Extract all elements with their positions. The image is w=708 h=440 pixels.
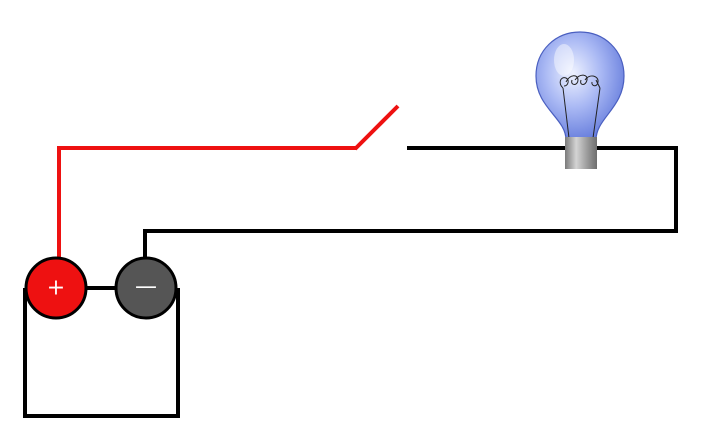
light-bulb — [535, 31, 625, 169]
positive-terminal: + — [24, 256, 88, 320]
bulb-base — [565, 137, 597, 169]
negative-terminal-label: — — [135, 275, 157, 300]
live-wire — [57, 146, 356, 258]
negative-terminal: — — [114, 256, 178, 320]
filament-icon — [559, 74, 601, 139]
switch-lever[interactable] — [353, 104, 400, 151]
positive-terminal-label: + — [47, 276, 65, 301]
battery-loop-wire — [23, 288, 180, 418]
bulb-glass — [535, 31, 625, 141]
